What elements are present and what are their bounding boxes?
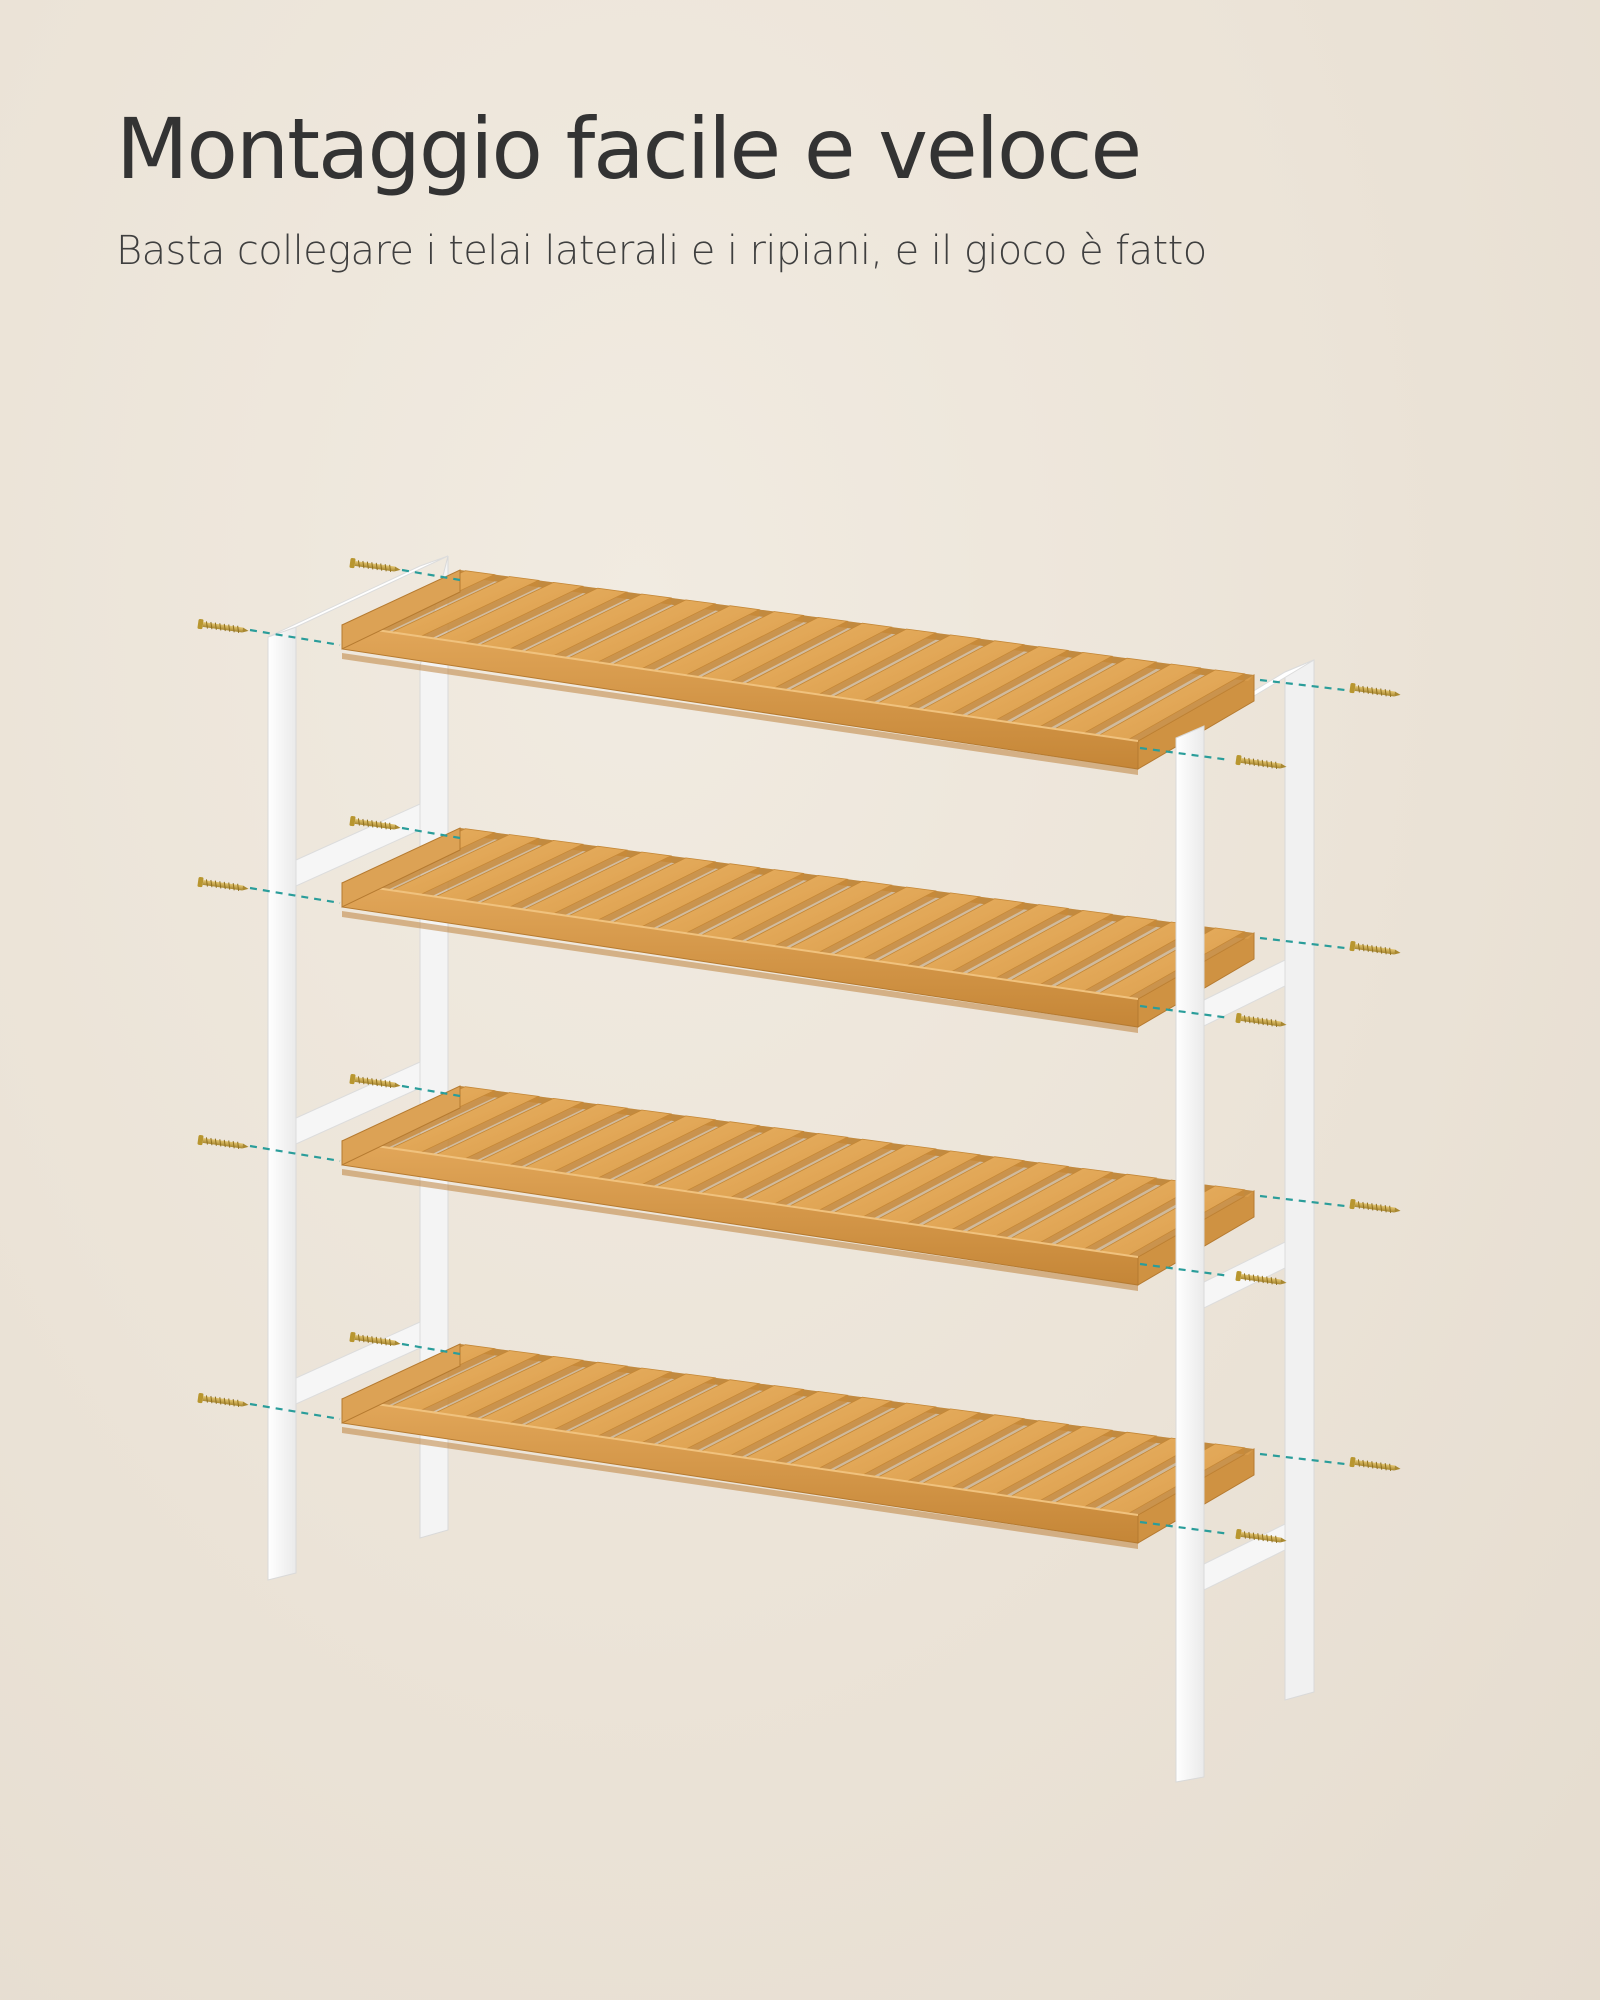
guide-line	[1139, 1262, 1231, 1278]
screw-icon	[1349, 1198, 1401, 1214]
shelf-4	[341, 1343, 1255, 1549]
page-subtitle: Basta collegare i telai laterali e i rip…	[116, 228, 1207, 274]
guide-line	[1259, 1194, 1346, 1208]
bamboo-shelves	[341, 569, 1255, 1549]
screw-icon	[1235, 1270, 1287, 1286]
guide-line	[1139, 746, 1231, 762]
screw-icon	[349, 815, 401, 831]
screw-icon	[1349, 682, 1401, 698]
page-title: Montaggio facile e veloce	[116, 100, 1142, 198]
guide-line	[1139, 1004, 1231, 1020]
screw-icon	[349, 1073, 401, 1089]
guide-line	[249, 1402, 341, 1421]
screw-icon	[197, 1134, 249, 1150]
guide-line	[1259, 936, 1346, 950]
guide-line	[1259, 678, 1346, 692]
screw-icon	[1235, 1528, 1287, 1544]
screw-icon	[1349, 940, 1401, 956]
screw-icon	[349, 557, 401, 573]
guide-line	[249, 886, 341, 905]
screws-and-guide-lines	[197, 557, 1401, 1544]
guide-line	[401, 1342, 461, 1356]
screw-icon	[349, 1331, 401, 1347]
guide-line	[401, 568, 461, 582]
shelf-2	[341, 827, 1255, 1033]
screw-icon	[1349, 1456, 1401, 1472]
screw-icon	[197, 1392, 249, 1408]
screw-icon	[197, 618, 249, 634]
right-front-post	[1175, 725, 1205, 1783]
guide-line	[401, 826, 461, 840]
shelf-3	[341, 1085, 1255, 1291]
screw-icon	[197, 876, 249, 892]
guide-line	[249, 1144, 341, 1163]
guide-line	[1139, 1520, 1231, 1536]
guide-line	[249, 628, 341, 647]
guide-line	[1259, 1452, 1346, 1466]
screw-icon	[1235, 754, 1287, 770]
shelf-1	[341, 569, 1255, 775]
screw-icon	[1235, 1012, 1287, 1028]
guide-line	[401, 1084, 461, 1098]
